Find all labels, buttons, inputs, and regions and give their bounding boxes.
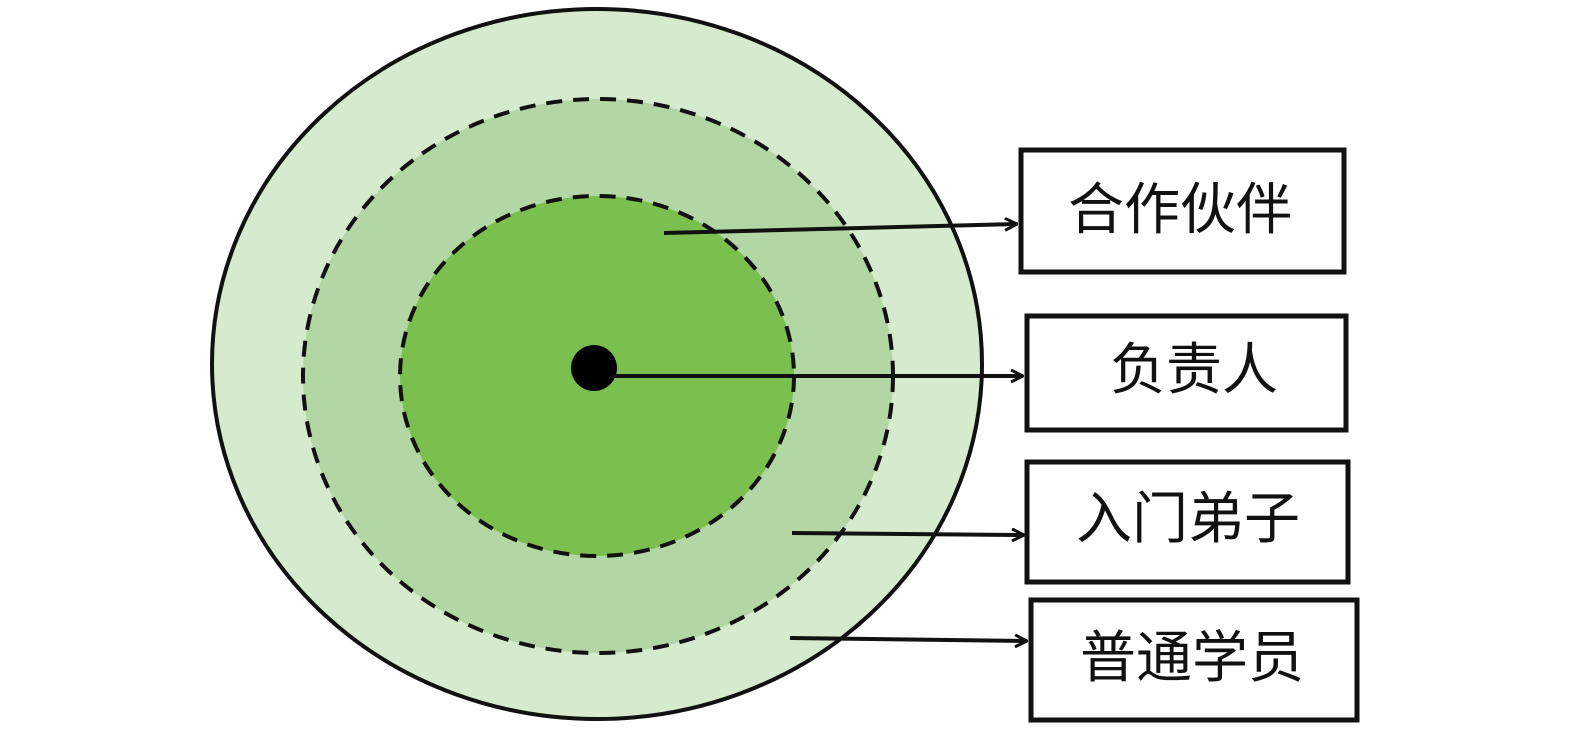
arrow-partner xyxy=(663,224,1017,235)
label-disciple: 入门弟子 xyxy=(1076,487,1300,552)
label-box-disciple: 入门弟子 xyxy=(1024,459,1351,585)
label-box-student: 普通学员 xyxy=(1028,597,1360,723)
arrow-student xyxy=(789,638,1027,641)
center-dot xyxy=(571,345,617,391)
label-box-leader: 负责人 xyxy=(1024,313,1349,433)
label-student: 普通学员 xyxy=(1080,626,1304,691)
label-partner: 合作伙伴 xyxy=(1068,178,1292,243)
label-box-partner: 合作伙伴 xyxy=(1018,147,1347,275)
label-leader: 负责人 xyxy=(1110,338,1278,403)
arrow-disciple xyxy=(791,533,1024,535)
